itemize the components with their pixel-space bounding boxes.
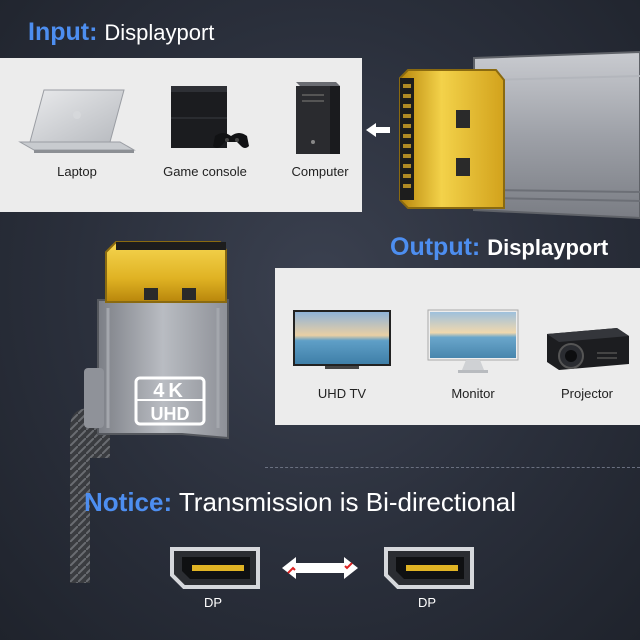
badge-4k-text: 4K: [153, 380, 187, 402]
notice-text: Transmission is Bi-directional: [178, 487, 517, 517]
input-heading: Input: Displayport: [28, 18, 214, 47]
device-label: UHD TV: [317, 386, 367, 401]
game-console-icon: [171, 86, 249, 148]
projector-icon: [547, 328, 629, 370]
input-devices-panel: Laptop Game console Computer: [0, 58, 362, 212]
4k-uhd-badge: 4K UHD: [134, 376, 206, 426]
output-heading-accent: Output:: [390, 233, 481, 261]
device-projector: Projector: [537, 306, 637, 406]
notice-accent: Notice:: [84, 487, 173, 517]
device-monitor: Monitor: [420, 306, 526, 406]
displayport-port-icon: [170, 547, 260, 589]
device-label: Monitor: [451, 386, 495, 401]
computer-tower-icon: [296, 82, 340, 154]
separator-line: [265, 467, 640, 468]
displayport-connector-input: [399, 50, 640, 220]
badge-uhd-text: UHD: [151, 404, 190, 424]
bidirectional-arrow-icon: [282, 557, 358, 579]
monitor-icon: [427, 309, 519, 373]
direction-arrow-left-icon: [366, 123, 390, 137]
output-heading: Output: Displayport: [390, 233, 608, 262]
displayport-connector-output: 4K UHD: [70, 241, 229, 583]
device-label: Game console: [163, 164, 247, 179]
input-heading-accent: Input:: [28, 18, 98, 46]
laptop-icon: [18, 89, 136, 153]
device-uhd-tv: UHD TV: [289, 306, 395, 406]
output-devices-panel: UHD TV Monitor Projector: [275, 268, 640, 425]
dp-port-label: DP: [418, 595, 437, 610]
device-laptop: Laptop: [14, 80, 140, 200]
displayport-port-icon: [384, 547, 474, 589]
device-label: Projector: [560, 386, 614, 401]
dp-port-label: DP: [204, 595, 223, 610]
device-computer: Computer: [270, 80, 370, 200]
device-game-console: Game console: [155, 80, 255, 200]
device-label: Laptop: [57, 164, 97, 179]
output-heading-rest: Displayport: [487, 235, 609, 260]
input-heading-rest: Displayport: [104, 20, 215, 45]
notice: Notice: Transmission is Bi-directional: [84, 487, 516, 518]
device-label: Computer: [291, 164, 349, 179]
tv-icon: [293, 310, 391, 369]
